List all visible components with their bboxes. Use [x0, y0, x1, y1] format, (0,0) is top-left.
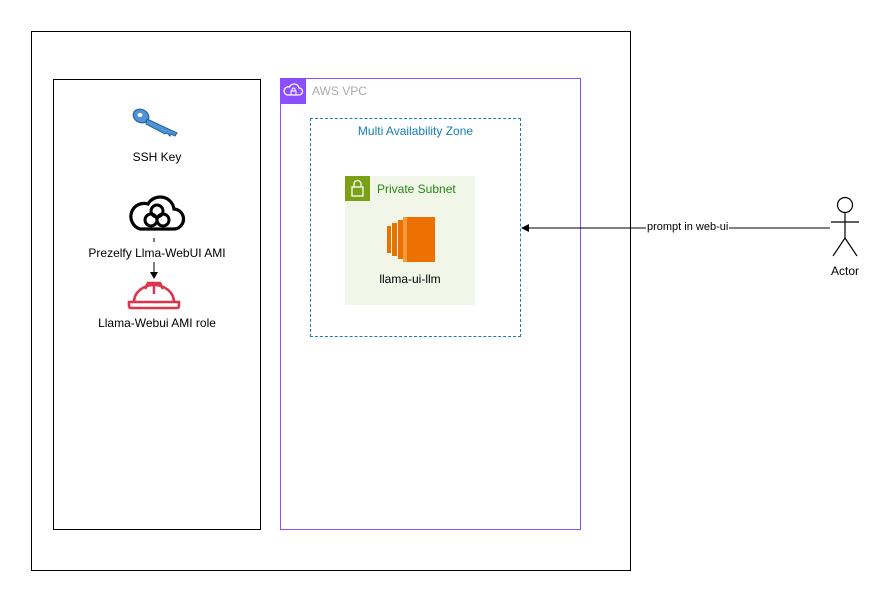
- private-subnet-label: Private Subnet: [377, 182, 456, 196]
- ami-to-role-connector: [150, 238, 158, 279]
- actor-label: Actor: [830, 264, 859, 278]
- vpc-cloud-lock-icon: [280, 78, 306, 104]
- availability-zone-group: [310, 118, 521, 337]
- prompt-edge-label: prompt in web-ui: [646, 221, 730, 233]
- availability-zone-label: Multi Availability Zone: [357, 124, 474, 138]
- ec2-instance-icon: [386, 215, 435, 264]
- key-icon: [131, 107, 181, 137]
- ec2-instance-label: llama-ui-llm: [379, 272, 441, 286]
- ssh-key-label: SSH Key: [132, 150, 182, 164]
- padlock-icon: [345, 176, 370, 201]
- resources-panel: [53, 79, 261, 530]
- diagram-outer-frame: [31, 31, 631, 571]
- vpc-label: AWS VPC: [312, 84, 367, 98]
- stick-figure-icon: [830, 196, 860, 258]
- ami-label: Prezelfy Llma-WebUI AMI: [88, 246, 226, 260]
- cloud-icon: [128, 195, 186, 235]
- hard-hat-icon: [127, 280, 181, 310]
- vpc-group: [280, 78, 581, 530]
- ami-role-label: Llama-Webui AMI role: [98, 316, 216, 330]
